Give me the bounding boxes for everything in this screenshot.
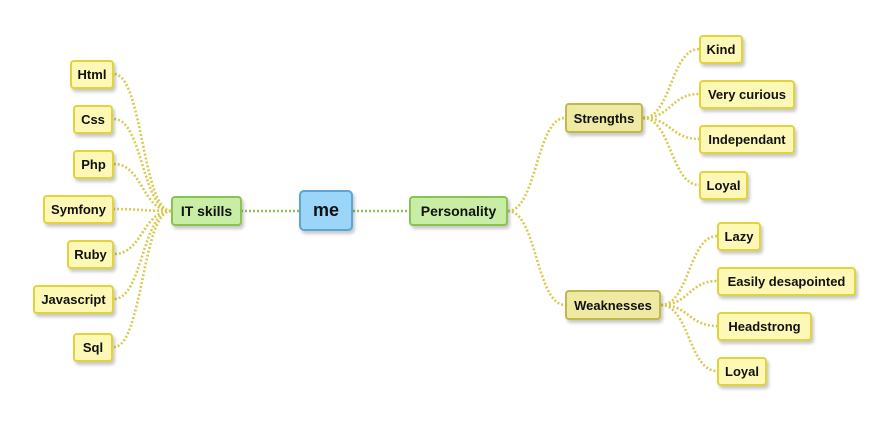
strengths-node[interactable]: Strengths bbox=[565, 103, 643, 133]
strengths-label: Strengths bbox=[573, 110, 635, 126]
link-it-skills-leaf bbox=[113, 117, 172, 213]
strength-loyal-node[interactable]: Loyal bbox=[699, 171, 748, 200]
strength-label: Loyal bbox=[706, 178, 741, 193]
skill-label: Html bbox=[77, 67, 107, 82]
skill-html-node[interactable]: Html bbox=[70, 60, 114, 89]
strength-kind-node[interactable]: Kind bbox=[699, 35, 743, 64]
personality-label: Personality bbox=[420, 203, 497, 219]
link-personality-weaknesses bbox=[507, 209, 566, 307]
it-skills-node[interactable]: IT skills bbox=[171, 196, 242, 226]
link-it-skills-leaf bbox=[113, 72, 172, 213]
weakness-headstrong-node[interactable]: Headstrong bbox=[717, 312, 812, 341]
root-label: me bbox=[312, 200, 339, 220]
skill-label: Ruby bbox=[74, 247, 107, 262]
personality-node[interactable]: Personality bbox=[409, 196, 508, 226]
root-node[interactable]: me bbox=[299, 190, 353, 231]
skill-label: Php bbox=[81, 157, 106, 172]
strength-label: Independant bbox=[708, 132, 786, 147]
weakness-label: Headstrong bbox=[728, 319, 801, 334]
weakness-lazy-node[interactable]: Lazy bbox=[717, 222, 761, 251]
link-it-skills-leaf bbox=[113, 209, 172, 256]
skill-ruby-node[interactable]: Ruby bbox=[67, 240, 114, 269]
strength-label: Kind bbox=[706, 42, 736, 57]
skill-label: Sql bbox=[82, 340, 104, 355]
weaknesses-node[interactable]: Weaknesses bbox=[565, 290, 661, 320]
skill-label: Symfony bbox=[51, 202, 106, 217]
link-weaknesses-leaf bbox=[660, 234, 718, 307]
link-it-skills-leaf bbox=[113, 209, 172, 301]
skill-sql-node[interactable]: Sql bbox=[73, 333, 113, 362]
skill-symfony-node[interactable]: Symfony bbox=[43, 195, 114, 224]
link-strengths-leaf bbox=[642, 116, 700, 187]
skill-css-node[interactable]: Css bbox=[73, 105, 113, 134]
weakness-label: Loyal bbox=[725, 364, 759, 379]
link-it-skills-leaf bbox=[113, 162, 172, 213]
link-weaknesses-leaf bbox=[660, 303, 718, 373]
skill-php-node[interactable]: Php bbox=[73, 150, 114, 179]
weakness-label: Lazy bbox=[724, 229, 754, 244]
link-it-skills-leaf bbox=[113, 209, 172, 349]
link-it-skills-leaf bbox=[113, 207, 172, 213]
it-skills-label: IT skills bbox=[180, 203, 233, 219]
strength-independant-node[interactable]: Independant bbox=[699, 125, 795, 154]
weakness-label: Easily desapointed bbox=[727, 274, 846, 289]
link-strengths-leaf bbox=[642, 47, 700, 120]
skill-javascript-node[interactable]: Javascript bbox=[33, 285, 114, 314]
skill-label: Javascript bbox=[41, 292, 106, 307]
weakness-easily-desapointed-node[interactable]: Easily desapointed bbox=[717, 267, 856, 296]
strength-label: Very curious bbox=[707, 87, 787, 102]
weaknesses-label: Weaknesses bbox=[574, 297, 652, 313]
strength-very-curious-node[interactable]: Very curious bbox=[699, 80, 795, 109]
weakness-loyal-node[interactable]: Loyal bbox=[717, 357, 767, 386]
link-personality-strengths bbox=[507, 116, 566, 213]
skill-label: Css bbox=[81, 112, 105, 127]
